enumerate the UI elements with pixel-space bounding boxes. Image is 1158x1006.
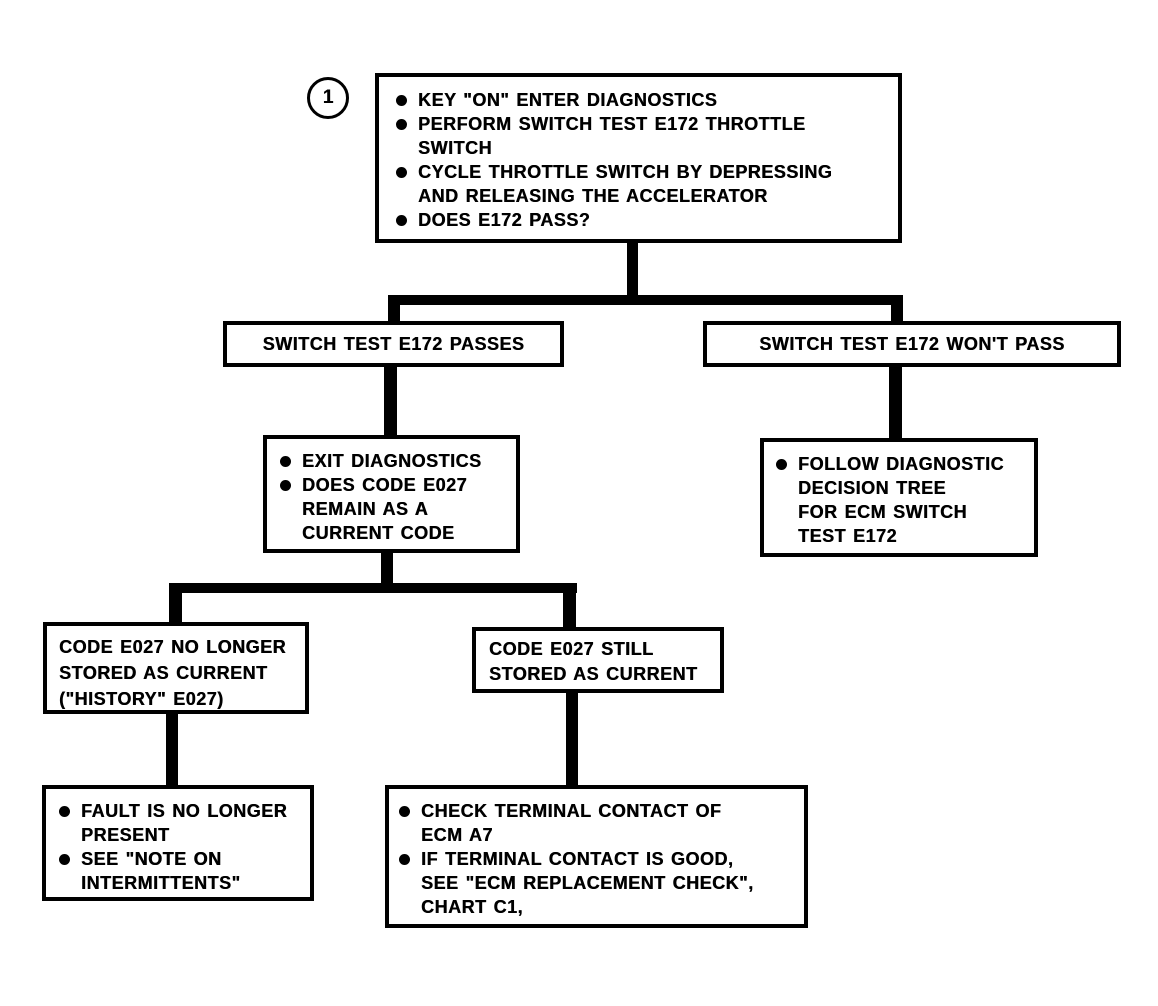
flowchart-node-check-terminal: CHECK TERMINAL CONTACT OF ECM A7 IF TERM… (385, 785, 808, 928)
step-number-label: 1 (322, 87, 334, 108)
connector-exit-down (381, 550, 393, 592)
checklist-item: DOES E172 PASS? (396, 208, 892, 232)
checklist-item-text: CHECK TERMINAL CONTACT OF ECM A7 (421, 801, 722, 845)
bullet-icon (59, 854, 70, 865)
flowchart-node-still-current: CODE E027 STILL STORED AS CURRENT (472, 627, 724, 693)
flowchart-node-history-code: CODE E027 NO LONGER STORED AS CURRENT ("… (43, 622, 309, 714)
checklist-item: FOLLOW DIAGNOSTIC DECISION TREE FOR ECM … (776, 452, 1032, 548)
flowchart-node-exit-diagnostics: EXIT DIAGNOSTICS DOES CODE E027 REMAIN A… (263, 435, 520, 553)
checklist-item: CYCLE THROTTLE SWITCH BY DEPRESSING AND … (396, 160, 892, 208)
connector-branch2-left-drop (169, 583, 182, 625)
checklist-item: IF TERMINAL CONTACT IS GOOD, SEE "ECM RE… (399, 847, 802, 919)
checklist-item-text: FAULT IS NO LONGER PRESENT (81, 801, 288, 845)
bullet-icon (396, 215, 407, 226)
checklist-item-text: SEE "NOTE ON INTERMITTENTS" (81, 849, 241, 893)
connector-history-down (166, 711, 178, 787)
bullet-icon (280, 480, 291, 491)
flowchart-node-fault-cleared: FAULT IS NO LONGER PRESENT SEE "NOTE ON … (42, 785, 314, 901)
checklist-item-text: CYCLE THROTTLE SWITCH BY DEPRESSING AND … (418, 162, 833, 206)
checklist-item-text: DOES CODE E027 REMAIN AS A CURRENT CODE (302, 475, 468, 543)
step-number-badge: 1 (307, 77, 349, 119)
connector-start-down (627, 240, 638, 305)
connector-wontpass-down (889, 363, 902, 441)
connector-branch1-right-drop (891, 295, 903, 324)
bullet-icon (59, 806, 70, 817)
flowchart-node-start: KEY "ON" ENTER DIAGNOSTICS PERFORM SWITC… (375, 73, 902, 243)
connector-passes-down (384, 363, 397, 437)
connector-still-down (566, 691, 578, 787)
checklist-item: FAULT IS NO LONGER PRESENT (59, 799, 308, 847)
bullet-icon (396, 167, 407, 178)
checklist-item: EXIT DIAGNOSTICS (280, 449, 514, 473)
connector-branch2-horizontal (169, 583, 577, 593)
connector-branch2-right-drop (563, 583, 576, 630)
node-label: CODE E027 NO LONGER STORED AS CURRENT ("… (59, 637, 287, 709)
checklist-item: KEY "ON" ENTER DIAGNOSTICS (396, 88, 892, 112)
connector-branch1-left-drop (388, 295, 400, 324)
bullet-icon (396, 119, 407, 130)
flowchart-node-follow-decision-tree: FOLLOW DIAGNOSTIC DECISION TREE FOR ECM … (760, 438, 1038, 557)
checklist-item: CHECK TERMINAL CONTACT OF ECM A7 (399, 799, 802, 847)
bullet-icon (399, 806, 410, 817)
checklist-item: SEE "NOTE ON INTERMITTENTS" (59, 847, 308, 895)
node-label: CODE E027 STILL STORED AS CURRENT (489, 639, 698, 684)
bullet-icon (396, 95, 407, 106)
checklist-item-text: PERFORM SWITCH TEST E172 THROTTLE SWITCH (418, 114, 806, 158)
bullet-icon (280, 456, 291, 467)
checklist-item-text: KEY "ON" ENTER DIAGNOSTICS (418, 90, 718, 110)
bullet-icon (776, 459, 787, 470)
flowchart-node-test-wont-pass: SWITCH TEST E172 WON'T PASS (703, 321, 1121, 367)
checklist-item-text: DOES E172 PASS? (418, 210, 591, 230)
bullet-icon (399, 854, 410, 865)
flowchart-node-test-passes: SWITCH TEST E172 PASSES (223, 321, 564, 367)
node-label: SWITCH TEST E172 WON'T PASS (759, 334, 1065, 354)
checklist-item: DOES CODE E027 REMAIN AS A CURRENT CODE (280, 473, 514, 545)
connector-branch1-horizontal (388, 295, 903, 305)
node-label: SWITCH TEST E172 PASSES (262, 334, 525, 354)
checklist-item: PERFORM SWITCH TEST E172 THROTTLE SWITCH (396, 112, 892, 160)
checklist-item-text: FOLLOW DIAGNOSTIC DECISION TREE FOR ECM … (798, 454, 1004, 546)
checklist-item-text: IF TERMINAL CONTACT IS GOOD, SEE "ECM RE… (421, 849, 754, 917)
checklist-item-text: EXIT DIAGNOSTICS (302, 451, 482, 471)
